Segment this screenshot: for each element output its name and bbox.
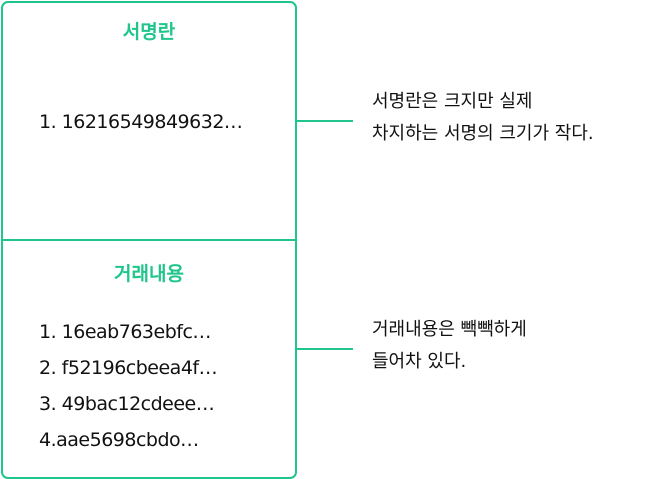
block-container: 서명란 1. 16216549849632… 거래내용 1. 16eab763e… (1, 1, 297, 479)
transaction-note-line: 거래내용은 빽빽하게 (372, 319, 527, 340)
signature-section-title: 서명란 (122, 21, 176, 43)
transaction-section-title: 거래내용 (114, 263, 184, 285)
signature-note-line: 서명란은 크지만 실제 (372, 91, 533, 112)
section-divider (3, 239, 295, 241)
transaction-connector-line (295, 348, 353, 350)
transaction-note: 거래내용은 빽빽하게 들어차 있다. (372, 314, 527, 378)
transaction-item: 2. f52196cbeea4f… (39, 357, 218, 379)
signature-note: 서명란은 크지만 실제 차지하는 서명의 크기가 작다. (372, 86, 594, 150)
transaction-item: 4.aae5698cbdo… (39, 429, 199, 451)
transaction-note-line: 들어차 있다. (372, 351, 467, 372)
signature-item: 1. 16216549849632… (39, 111, 243, 133)
signature-connector-line (295, 120, 353, 122)
transaction-item: 3. 49bac12cdeee… (39, 393, 215, 415)
signature-note-line: 차지하는 서명의 크기가 작다. (372, 123, 594, 144)
transaction-item: 1. 16eab763ebfc… (39, 321, 211, 343)
